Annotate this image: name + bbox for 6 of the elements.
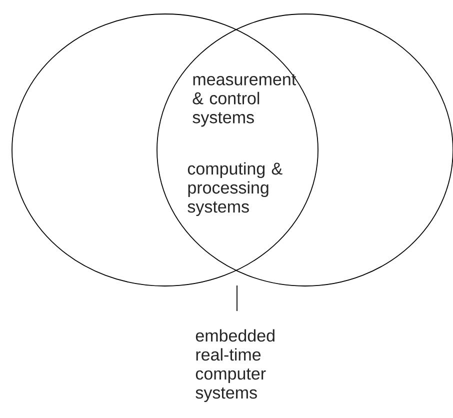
caption-text: embedded real-time computer systems	[196, 329, 274, 402]
ellipse-outline	[156, 14, 453, 286]
leader-line	[236, 285, 238, 312]
region-label: computing & processing systems	[188, 162, 282, 216]
region-label: measurement & control systems	[192, 74, 296, 127]
ellipse-outline	[12, 14, 318, 286]
